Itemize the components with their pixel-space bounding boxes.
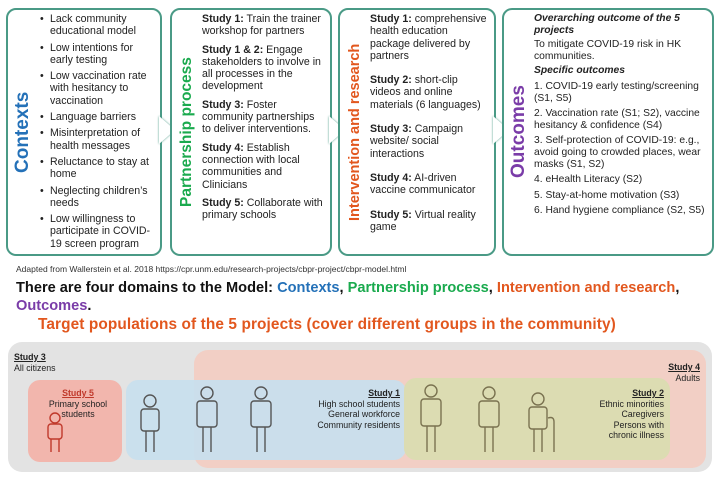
outcomes-title: Outcomes: [508, 85, 529, 179]
outcomes-panel: Outcomes Overarching outcome of the 5 pr…: [502, 8, 714, 256]
outcome-item: 2. Vaccination rate (S1; S2), vaccine he…: [534, 108, 700, 131]
adult-icon: [420, 384, 442, 452]
contexts-item: Language barriers: [40, 111, 156, 124]
contexts-item: Low willingness to participate in COVID-…: [40, 213, 156, 250]
partnership-item: Study 5: Collaborate with primary school…: [202, 196, 323, 222]
intervention-item: Study 3: Campaign website/ social intera…: [370, 123, 464, 160]
study2-label: Study 2 Ethnic minorities Caregivers Per…: [599, 388, 664, 440]
source-caption: Adapted from Wallerstein et al. 2018 htt…: [16, 264, 407, 274]
partnership-item: Study 1: Train the trainer workshop for …: [202, 13, 321, 38]
overarching-text: To mitigate COVID-19 risk in HK communit…: [534, 39, 682, 62]
domains-sentence: There are four domains to the Model: Con…: [16, 280, 680, 314]
teen-icon: [140, 394, 160, 452]
populations-diagram: Study 3 All citizens Study 4 Adults Stud…: [8, 342, 712, 472]
outcome-item: 6. Hand hygiene compliance (S2, S5): [534, 205, 705, 217]
contexts-item: Reluctance to stay at home: [40, 156, 156, 181]
study2-region: [404, 378, 670, 460]
intervention-item: Study 4: AI-driven vaccine communicator: [370, 171, 476, 197]
contexts-list: Lack community educational model Low int…: [38, 13, 156, 250]
intervention-title: Intervention and research: [347, 43, 363, 221]
overarching-heading: Overarching outcome of the 5 projects: [534, 13, 680, 36]
caregiver-icon: [478, 386, 500, 452]
contexts-item: Lack community educational model: [40, 13, 156, 38]
contexts-title: Contexts: [12, 91, 33, 173]
contexts-item: Neglecting children’s needs: [40, 185, 156, 210]
study5-label: Study 5 Primary school students: [48, 388, 108, 419]
outcome-item: 4. eHealth Literacy (S2): [534, 174, 643, 186]
worker-icon: [196, 386, 218, 452]
intervention-item: Study 5: Virtual reality game: [370, 208, 476, 233]
partnership-item: Study 1 & 2: Engage stakeholders to invo…: [202, 43, 321, 93]
partnership-item: Study 3: Foster community partnerships t…: [202, 98, 315, 136]
intervention-panel: Intervention and research Study 1: compr…: [338, 8, 496, 256]
child-icon: [47, 412, 63, 452]
intervention-item: Study 2: short-clip videos and online ma…: [370, 74, 481, 111]
target-populations-title: Target populations of the 5 projects (co…: [38, 316, 616, 333]
specific-heading: Specific outcomes: [534, 65, 625, 77]
contexts-item: Low intentions for early testing: [40, 42, 156, 67]
study1-region: [126, 380, 406, 460]
contexts-item: Low vaccination rate with hesitancy to v…: [40, 70, 156, 107]
outcome-item: 3. Self-protection of COVID-19: e.g., av…: [534, 135, 701, 170]
study1-label: Study 1 High school students General wor…: [317, 388, 400, 430]
study5-region: [28, 380, 122, 462]
study3-label: Study 3 All citizens: [14, 352, 56, 373]
outcome-item: 1. COVID-19 early testing/screening (S1,…: [534, 80, 699, 104]
study4-label: Study 4 Adults: [668, 362, 700, 383]
contexts-panel: Contexts Lack community educational mode…: [6, 8, 162, 256]
elderly-cane-icon: [528, 392, 555, 452]
partnership-panel: Partnership process Study 1: Train the t…: [170, 8, 332, 256]
contexts-item: Misinterpretation of health messages: [40, 127, 156, 152]
resident-icon: [250, 386, 272, 452]
outcome-item: 5. Stay-at-home motivation (S3): [534, 189, 680, 201]
partnership-title: Partnership process: [178, 57, 195, 207]
partnership-item: Study 4: Establish connection with local…: [202, 141, 300, 191]
intervention-item: Study 1: comprehensive health education …: [370, 13, 487, 62]
